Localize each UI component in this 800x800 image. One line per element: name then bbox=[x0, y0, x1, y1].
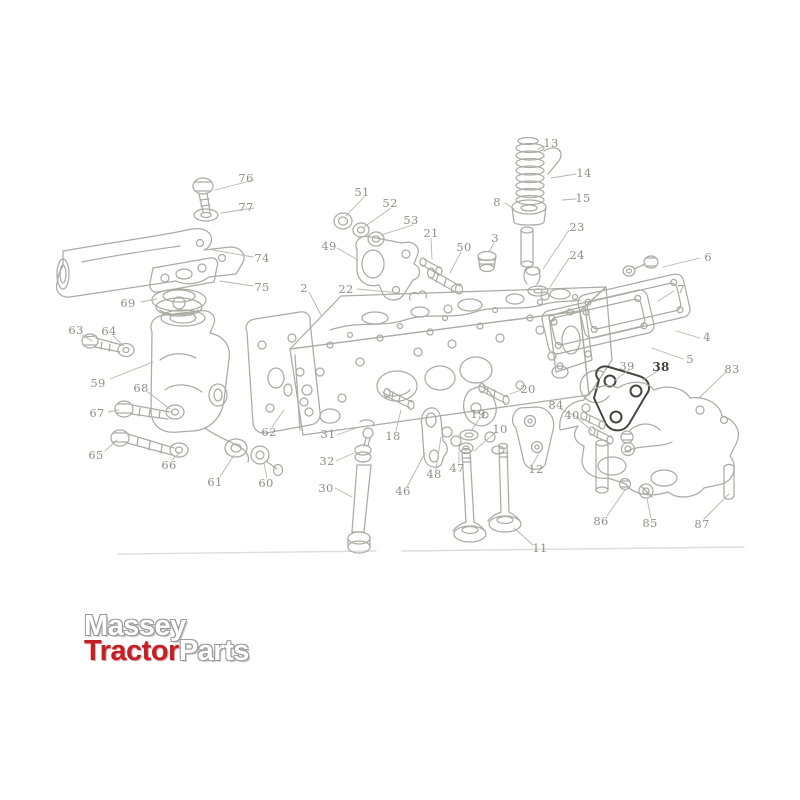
bracket-49 bbox=[355, 235, 421, 301]
nut-51-washers-52-53 bbox=[333, 212, 385, 247]
cylinder-head-2 bbox=[289, 283, 613, 436]
massey-tractor-parts-logo: Massey TractorParts bbox=[84, 612, 249, 666]
baseline bbox=[117, 546, 745, 555]
clip-31-seal-32-tappet-30 bbox=[347, 419, 375, 554]
logo-word-parts: Parts bbox=[178, 635, 250, 667]
leader-lines bbox=[81, 145, 730, 546]
cover-gaskets-7-4-5 bbox=[541, 273, 691, 373]
outlet-gasket-75 bbox=[149, 257, 219, 293]
plate-38 bbox=[593, 365, 651, 457]
washer-61-plug-60 bbox=[224, 438, 284, 477]
valve-spring-14-clip-13 bbox=[515, 136, 562, 206]
cap-8-collets-23-washer-24 bbox=[511, 199, 549, 297]
pin-87-nut-86-washer-85 bbox=[618, 463, 735, 500]
stud-18 bbox=[383, 387, 415, 411]
bolt-76-washer-77 bbox=[192, 177, 219, 222]
bolt-65-washer-66 bbox=[110, 429, 189, 458]
head-gasket-62 bbox=[245, 311, 321, 434]
bolt-67-washer-68 bbox=[114, 400, 185, 420]
valve-guide-12 bbox=[595, 439, 609, 494]
stud-20 bbox=[478, 382, 510, 406]
pin-21-stud-50-plug-3 bbox=[419, 250, 497, 295]
bolt-63-washer-64 bbox=[81, 333, 135, 358]
water-outlet-pipe-74 bbox=[55, 228, 245, 298]
bolt-6 bbox=[622, 255, 659, 277]
exhaust-manifold-83 bbox=[511, 381, 739, 498]
logo-word-massey: Massey bbox=[84, 610, 186, 642]
logo-word-tractor: Tractor bbox=[84, 635, 179, 667]
valves-11 bbox=[452, 442, 522, 543]
ring-39 bbox=[579, 369, 610, 404]
thermostat-housing-59 bbox=[150, 309, 250, 463]
